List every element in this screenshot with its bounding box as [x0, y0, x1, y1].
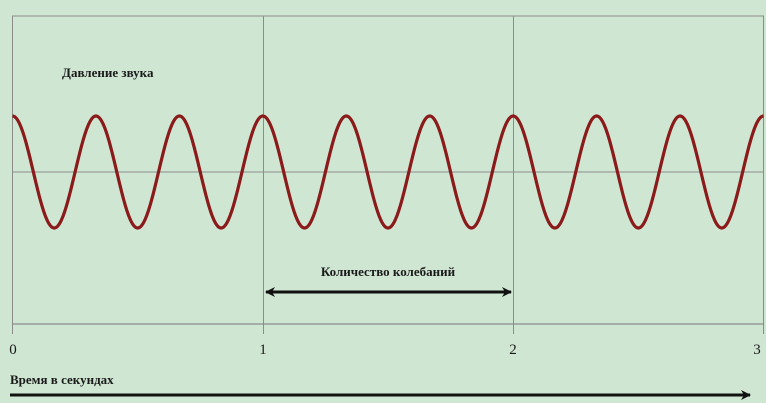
- x-tick-label-1: 1: [259, 342, 267, 358]
- time-axis-label: Время в секундах: [10, 372, 114, 387]
- sound-wave: [11, 114, 765, 230]
- x-tick-label-3: 3: [753, 342, 761, 358]
- x-tick-label-2: 2: [509, 342, 517, 358]
- x-tick-label-0: 0: [9, 342, 17, 358]
- pressure-label: Давление звука: [62, 65, 154, 80]
- grid: [12, 15, 764, 334]
- oscillations-label: Количество колебаний: [321, 264, 456, 279]
